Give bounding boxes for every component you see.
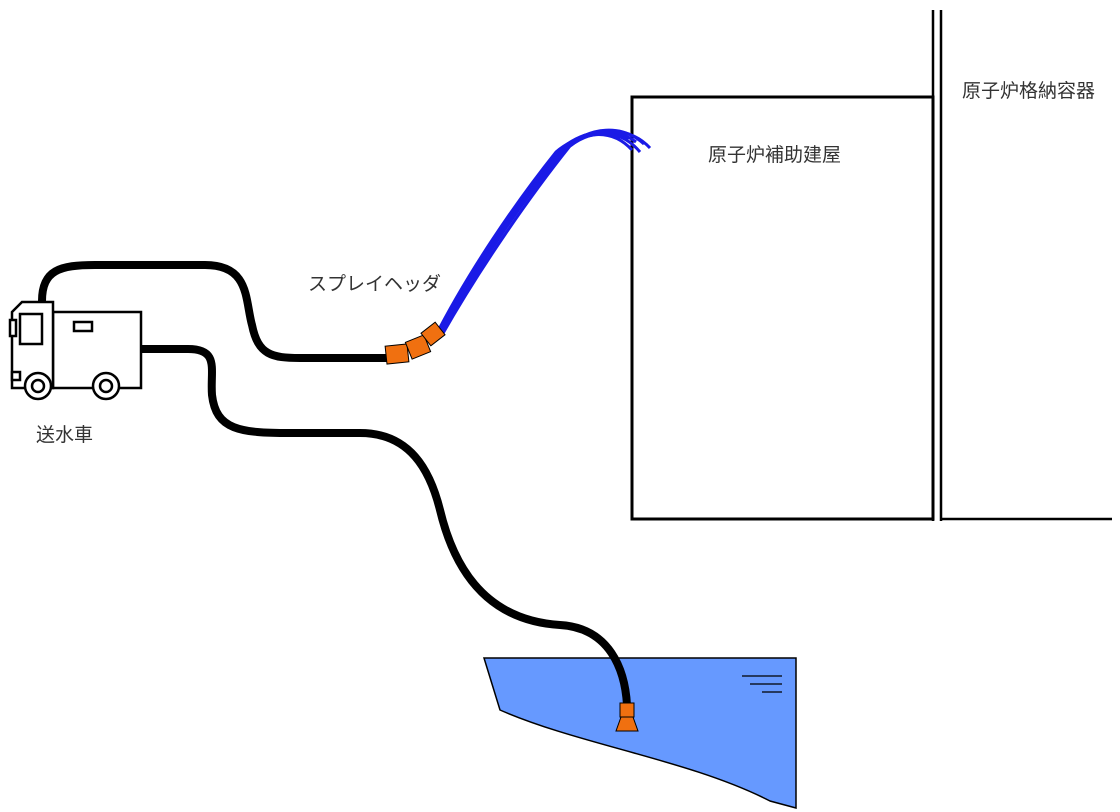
water-spray-jet (432, 128, 652, 340)
suction-hose (142, 345, 631, 706)
water-supply-truck (8, 300, 143, 401)
truck-body-panel (72, 320, 94, 333)
suction-strainer (615, 702, 639, 732)
auxiliary-building-label: 原子炉補助建屋 (708, 144, 842, 166)
water-pond (482, 657, 797, 809)
spray-header-label: スプレイヘッダ (308, 273, 442, 295)
truck-label: 送水車 (36, 424, 94, 446)
truck-cab-window-left (8, 318, 18, 338)
discharge-hose (38, 261, 388, 362)
containment-vessel-label: 原子炉格納容器 (962, 80, 1096, 102)
truck-cab-window (18, 312, 44, 346)
spray-header-nozzle (384, 321, 446, 365)
auxiliary-building (630, 95, 935, 521)
